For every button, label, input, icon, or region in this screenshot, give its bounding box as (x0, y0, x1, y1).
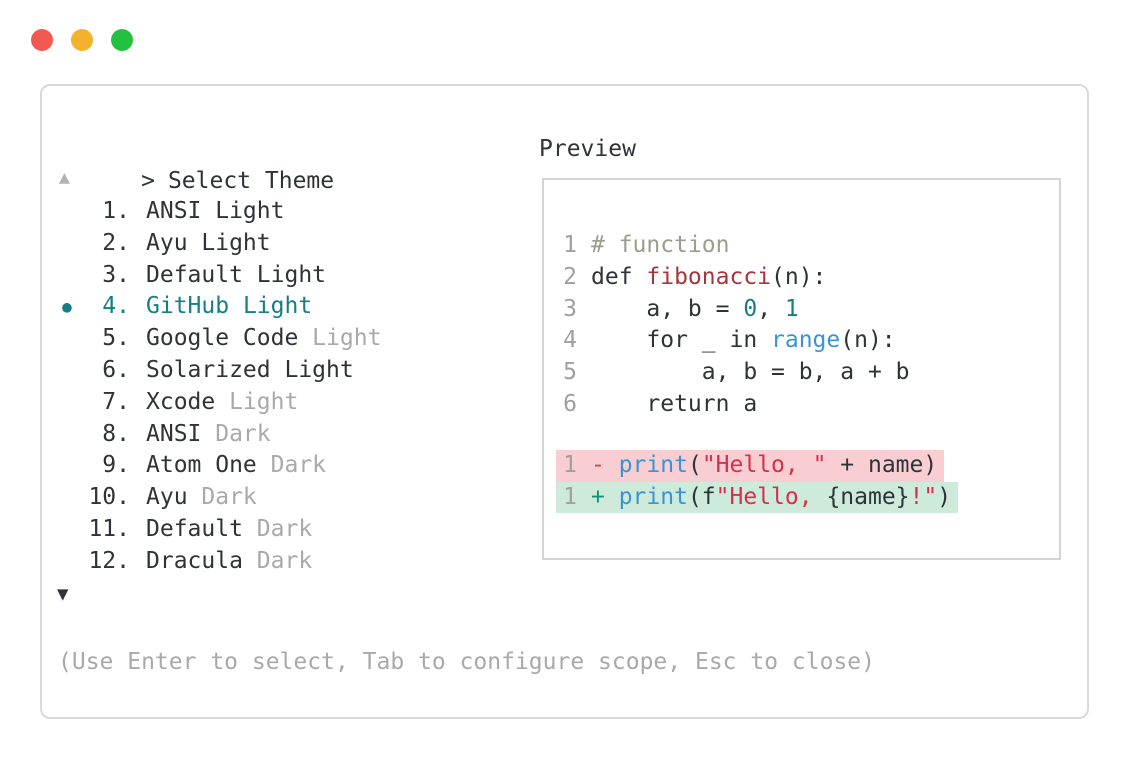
scroll-down-indicator[interactable]: ▼ (57, 583, 69, 605)
theme-list-item[interactable]: 5. Google Code Light (54, 323, 381, 355)
prompt-caret: > (141, 168, 155, 194)
line-number: 6 (563, 390, 577, 417)
preview-pane: 1 # function 2 def fibonacci(n): 3 a, b = 0,… (542, 178, 1061, 560)
theme-picker-window: > Select Theme Preview ▲ 1. ANSI Light 2. Ay… (40, 84, 1089, 719)
diff-line-added: 1 + print(f"Hello, {name}!") (556, 481, 959, 514)
item-number: 11. (88, 515, 130, 542)
item-number: 12. (88, 547, 130, 574)
item-number: 10. (88, 484, 130, 511)
code-line: 4 for _ in range(n): (556, 325, 903, 357)
item-label: Default Light (146, 261, 327, 288)
code-text: - print("Hello, " + name) (591, 451, 938, 478)
code-text: a, b = b, a + b (591, 359, 910, 386)
code-line: 1 # function (556, 230, 736, 262)
item-label: Atom One Dark (146, 452, 327, 479)
theme-list-item[interactable]: ● 4. GitHub Light (54, 291, 381, 323)
theme-list-item[interactable]: 12. Dracula Dark (54, 546, 381, 578)
theme-list-item[interactable]: 10. Ayu Dark (54, 482, 381, 514)
item-label: Xcode Light (146, 388, 299, 415)
item-number: 4. (102, 293, 130, 320)
selected-item-bullet: ● (62, 297, 72, 317)
code-blank-line (556, 421, 958, 450)
theme-list-item[interactable]: 2. Ayu Light (54, 228, 381, 260)
item-number: 6. (102, 356, 130, 383)
item-number: 2. (102, 229, 130, 256)
line-number: 4 (563, 327, 577, 354)
line-number: 2 (563, 263, 577, 290)
item-label: Ayu Light (146, 229, 271, 256)
theme-list-item[interactable]: 6. Solarized Light (54, 355, 381, 387)
picker-title-label: Select Theme (167, 168, 335, 194)
preview-title: Preview (539, 136, 636, 162)
window-controls (31, 29, 133, 51)
item-number: 8. (102, 420, 130, 447)
line-number: 1 (563, 232, 577, 258)
theme-list-item[interactable]: 8. ANSI Dark (54, 419, 381, 451)
line-number: 1 (563, 483, 577, 510)
item-label: Ayu Dark (146, 484, 257, 511)
item-label: GitHub Light (146, 293, 313, 320)
item-label: Solarized Light (146, 356, 354, 383)
item-label: ANSI Dark (146, 420, 271, 447)
code-sample: 1 # function 2 def fibonacci(n): 3 a, b = 0,… (556, 230, 959, 514)
line-number: 5 (563, 359, 577, 386)
code-text: for _ in range(n): (591, 327, 896, 354)
theme-list-item[interactable]: 1. ANSI Light (54, 196, 381, 228)
scroll-up-indicator[interactable]: ▲ (59, 167, 70, 188)
code-line: 3 a, b = 0, 1 (556, 294, 806, 326)
code-text: return a (591, 390, 758, 417)
line-number: 3 (563, 295, 577, 322)
item-number: 3. (102, 261, 130, 288)
picker-title: > Select Theme (58, 133, 334, 229)
item-label: ANSI Light (146, 198, 285, 224)
item-number: 5. (102, 325, 130, 352)
code-text: + print(f"Hello, {name}!") (591, 483, 952, 510)
code-text: def fibonacci(n): (591, 263, 827, 290)
minimize-button[interactable] (71, 29, 93, 51)
diff-line-removed: 1 - print("Hello, " + name) (556, 449, 945, 482)
code-line: 5 a, b = b, a + b (556, 357, 917, 389)
code-line: 6 return a (556, 389, 764, 421)
item-label: Dracula Dark (146, 547, 313, 574)
help-text: (Use Enter to select, Tab to configure s… (58, 649, 875, 675)
code-text: # function (591, 232, 730, 258)
close-button[interactable] (31, 29, 53, 51)
item-number: 7. (102, 388, 130, 415)
code-line: 2 def fibonacci(n): (556, 262, 833, 294)
line-number: 1 (563, 451, 577, 478)
theme-list-item[interactable]: 9. Atom One Dark (54, 450, 381, 482)
item-number: 1. (102, 198, 130, 224)
theme-list-item[interactable]: 3. Default Light (54, 260, 381, 292)
zoom-button[interactable] (111, 29, 133, 51)
theme-list: 1. ANSI Light 2. Ayu Light 3. Default Light ● 4… (54, 196, 381, 578)
theme-list-item[interactable]: 7. Xcode Light (54, 387, 381, 419)
item-number: 9. (102, 452, 130, 479)
item-label: Default Dark (146, 515, 313, 542)
theme-list-item[interactable]: 11. Default Dark (54, 514, 381, 546)
item-label: Google Code Light (146, 325, 382, 352)
code-text: a, b = 0, 1 (591, 295, 799, 322)
